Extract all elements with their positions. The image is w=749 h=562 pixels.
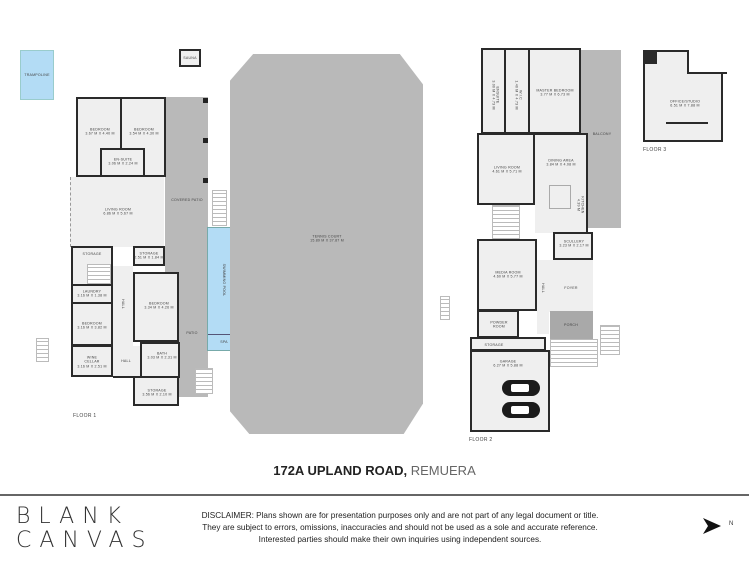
property-address: 172A UPLAND ROAD, REMUERA [273, 463, 476, 478]
north-arrow-icon [703, 518, 725, 539]
porch: PORCH [550, 311, 593, 339]
covered-patio-label: COVERED PATIO [171, 197, 203, 202]
room-storage-a: STORAGE [71, 246, 113, 286]
north-label: N [729, 521, 734, 527]
car-icon [502, 380, 540, 396]
floor-1-label: FLOOR 1 [73, 413, 97, 419]
car-icon [502, 402, 540, 418]
trampoline-label: TRAMPOLINE [24, 72, 50, 77]
disclaimer: DISCLAIMER: Plans shown are for presenta… [201, 511, 599, 544]
logo-line-2: CANVAS [16, 528, 154, 553]
sauna-label: SAUNA [183, 55, 197, 60]
divider [0, 494, 749, 496]
trampoline: TRAMPOLINE [20, 50, 54, 100]
floor-2-label: FLOOR 2 [469, 437, 493, 443]
floor-3-label: FLOOR 3 [643, 147, 667, 153]
room-hall-b: HALL [113, 346, 141, 378]
room-hall-a: HALL [113, 266, 133, 346]
room-storage-f2: STORAGE [470, 337, 546, 351]
patio-label: PATIO [186, 330, 198, 335]
sauna: SAUNA [179, 49, 201, 67]
room-foyer: FOYER [549, 260, 593, 312]
logo-line-1: BLANK [16, 504, 130, 529]
room-hall-f2: HALL [537, 260, 549, 334]
